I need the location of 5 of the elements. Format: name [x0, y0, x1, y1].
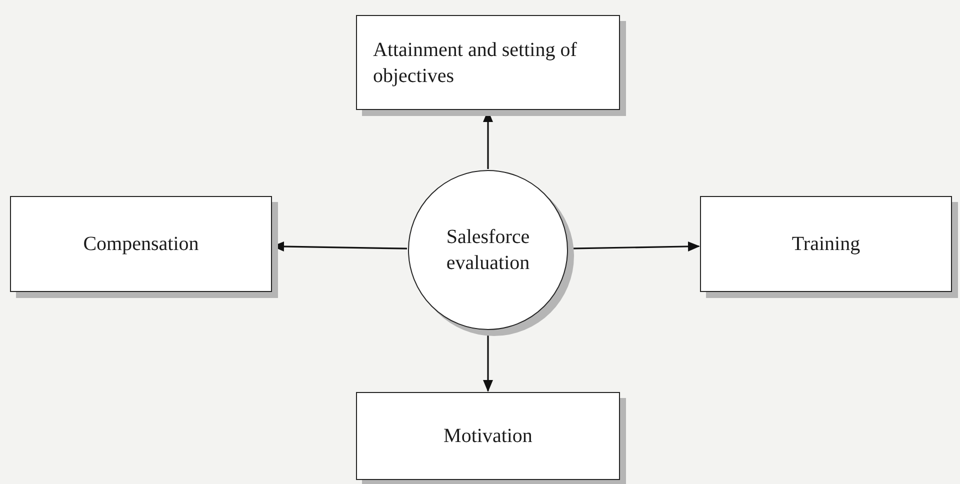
node-label: Training: [792, 232, 860, 257]
node-label: Attainment and setting of objectives: [373, 38, 578, 88]
node-label: Motivation: [444, 424, 532, 449]
node-label: Salesforce evaluation: [445, 225, 531, 276]
node-label: Compensation: [83, 232, 199, 257]
